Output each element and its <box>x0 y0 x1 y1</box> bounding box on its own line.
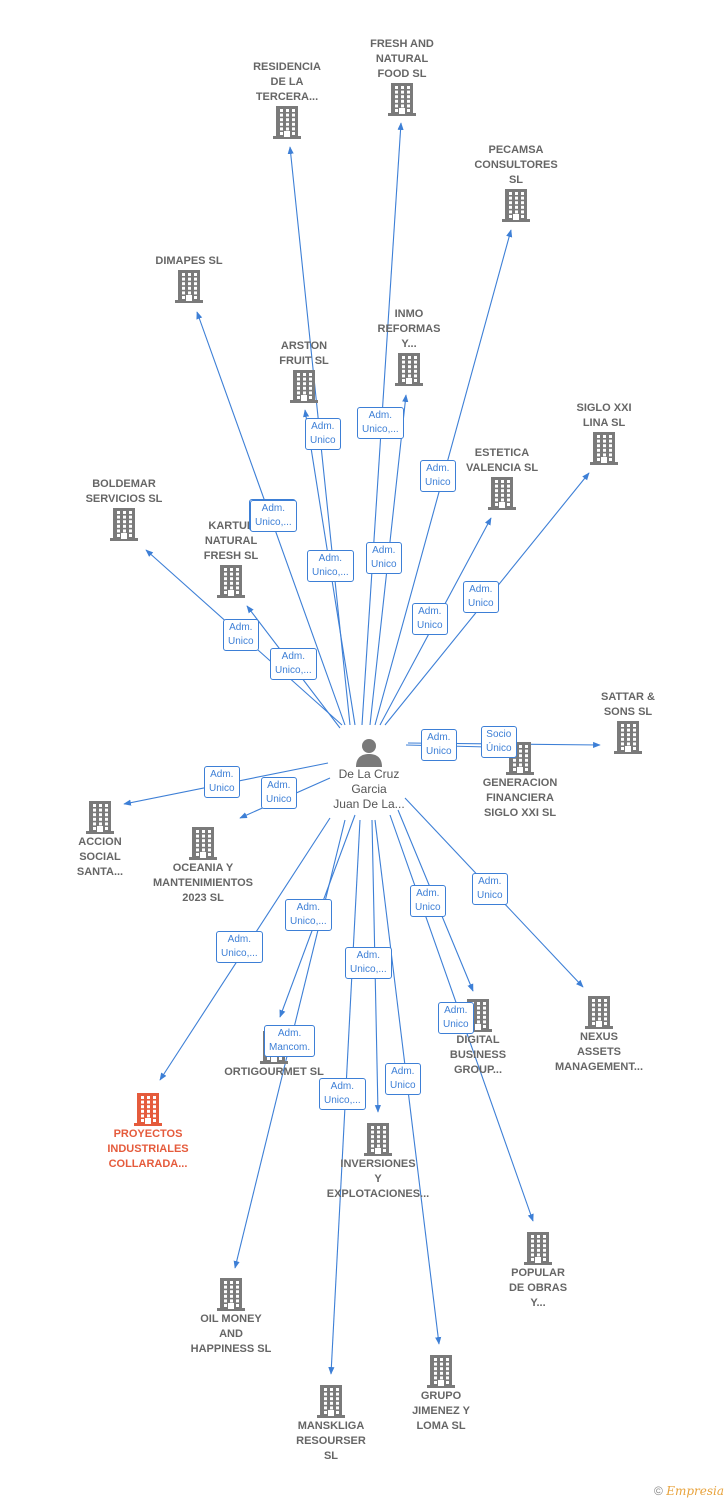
company-node-pecamsa[interactable]: PECAMSA CONSULTORES SL <box>461 143 571 222</box>
company-label: FRESH AND NATURAL FOOD SL <box>370 38 434 80</box>
company-label: INVERSIONES Y EXPLOTACIONES... <box>326 1158 430 1200</box>
edge-role-label[interactable]: Adm. Unico,... <box>216 931 263 963</box>
person-icon <box>356 739 382 767</box>
edge-role-label[interactable]: Adm. Unico <box>410 885 446 917</box>
building-icon <box>524 1232 552 1265</box>
building-icon <box>217 1278 245 1311</box>
center-person-label: De La Cruz Garcia Juan De La... <box>333 767 405 811</box>
company-label: GENERACION FINANCIERA SIGLO XXI SL <box>482 777 558 819</box>
company-node-inmo[interactable]: INMO REFORMAS Y... <box>354 307 464 386</box>
edge-role-label[interactable]: Adm. Unico <box>366 542 402 574</box>
company-node-accion[interactable]: ACCION SOCIAL SANTA... <box>45 800 155 880</box>
building-icon <box>590 432 618 465</box>
company-label: DIMAPES SL <box>155 255 223 267</box>
edge-role-label[interactable]: Adm. Unico,... <box>319 1078 366 1110</box>
company-label: ORTIGOURMET SL <box>224 1066 324 1078</box>
edge-role-label[interactable]: Adm. Unico <box>385 1063 421 1095</box>
edge-role-label[interactable]: Adm. Unico <box>420 460 456 492</box>
edge-role-label[interactable]: Adm. Unico <box>472 873 508 905</box>
company-node-estetica[interactable]: ESTETICA VALENCIA SL <box>447 446 557 510</box>
building-icon <box>614 721 642 754</box>
company-label: DIGITAL BUSINESS GROUP... <box>449 1034 507 1076</box>
edge-role-label[interactable]: Adm. Unico,... <box>285 899 332 931</box>
company-node-oceania[interactable]: OCEANIA Y MANTENIMIENTOS 2023 SL <box>148 826 258 906</box>
company-label: POPULAR DE OBRAS Y... <box>508 1267 568 1309</box>
company-node-residencia[interactable]: RESIDENCIA DE LA TERCERA... <box>232 60 342 139</box>
edge-role-label[interactable]: Adm. Unico <box>463 581 499 613</box>
company-node-proyectos[interactable]: PROYECTOS INDUSTRIALES COLLARADA... <box>93 1092 203 1172</box>
edge-role-label[interactable]: Adm. Unico <box>412 603 448 635</box>
company-label: INMO REFORMAS Y... <box>377 308 441 350</box>
edge-role-label[interactable]: Socio Único <box>481 726 517 758</box>
building-icon <box>290 370 318 403</box>
company-node-grupo[interactable]: GRUPO JIMENEZ Y LOMA SL <box>386 1354 496 1434</box>
building-icon <box>488 477 516 510</box>
company-label: BOLDEMAR SERVICIOS SL <box>85 478 163 505</box>
company-label: KARTUL NATURAL FRESH SL <box>203 520 259 562</box>
building-icon <box>502 189 530 222</box>
center-person-node[interactable]: De La Cruz Garcia Juan De La... <box>314 737 424 812</box>
building-icon <box>175 270 203 303</box>
company-node-dimapes[interactable]: DIMAPES SL <box>134 254 244 303</box>
brand-logo: Empresia <box>666 1484 724 1498</box>
company-node-boldemar[interactable]: BOLDEMAR SERVICIOS SL <box>69 477 179 541</box>
building-icon <box>110 508 138 541</box>
building-icon <box>427 1355 455 1388</box>
company-label: MANSKLIGA RESOURSER SL <box>296 1420 366 1462</box>
company-label: ARSTON FRUIT SL <box>279 340 329 367</box>
edge-role-label[interactable]: Adm. Unico <box>421 729 457 761</box>
company-label: ACCION SOCIAL SANTA... <box>76 836 124 878</box>
company-node-siglo-lina[interactable]: SIGLO XXI LINA SL <box>549 401 659 465</box>
company-node-oilmoney[interactable]: OIL MONEY AND HAPPINESS SL <box>176 1277 286 1357</box>
building-icon <box>273 106 301 139</box>
edge-role-label[interactable]: Adm. Unico <box>204 766 240 798</box>
footer-brand[interactable]: © Empresia <box>654 1484 724 1498</box>
company-node-sattar[interactable]: SATTAR & SONS SL <box>573 690 683 754</box>
company-label: SATTAR & SONS SL <box>601 691 655 718</box>
company-node-nexus[interactable]: NEXUS ASSETS MANAGEMENT... <box>544 995 654 1075</box>
company-label: PROYECTOS INDUSTRIALES COLLARADA... <box>107 1128 189 1170</box>
copyright-symbol: © <box>654 1484 663 1498</box>
building-icon <box>388 83 416 116</box>
building-icon <box>134 1093 162 1126</box>
building-icon <box>189 827 217 860</box>
company-node-inversiones[interactable]: INVERSIONES Y EXPLOTACIONES... <box>323 1122 433 1202</box>
building-icon <box>585 996 613 1029</box>
building-icon <box>86 801 114 834</box>
company-node-generacion[interactable]: GENERACION FINANCIERA SIGLO XXI SL <box>465 741 575 821</box>
company-node-popular[interactable]: POPULAR DE OBRAS Y... <box>483 1231 593 1311</box>
building-icon <box>364 1123 392 1156</box>
edge-role-label[interactable]: Adm. Unico <box>223 619 259 651</box>
company-label: OCEANIA Y MANTENIMIENTOS 2023 SL <box>152 862 254 904</box>
edge-role-label[interactable]: Adm. Unico,... <box>345 947 392 979</box>
edge-role-label[interactable]: Adm. Unico,... <box>307 550 354 582</box>
company-node-kartul[interactable]: KARTUL NATURAL FRESH SL <box>176 519 286 598</box>
edge-role-label[interactable]: Adm. Unico,... <box>270 648 317 680</box>
company-node-arston[interactable]: ARSTON FRUIT SL <box>249 339 359 403</box>
building-icon <box>395 353 423 386</box>
edge-role-label[interactable]: Adm. Unico,... <box>357 407 404 439</box>
company-node-fresh[interactable]: FRESH AND NATURAL FOOD SL <box>347 37 457 116</box>
company-node-mansk[interactable]: MANSKLIGA RESOURSER SL <box>276 1384 386 1464</box>
building-icon <box>317 1385 345 1418</box>
company-label: NEXUS ASSETS MANAGEMENT... <box>555 1031 643 1073</box>
company-label: ESTETICA VALENCIA SL <box>465 447 539 474</box>
company-label: RESIDENCIA DE LA TERCERA... <box>253 61 321 103</box>
company-label: GRUPO JIMENEZ Y LOMA SL <box>412 1390 470 1432</box>
company-label: OIL MONEY AND HAPPINESS SL <box>190 1313 272 1355</box>
company-label: PECAMSA CONSULTORES SL <box>474 144 558 186</box>
edge-role-label[interactable]: Adm. Unico <box>305 418 341 450</box>
edge-role-label[interactable]: Adm. Unico <box>438 1002 474 1034</box>
company-label: SIGLO XXI LINA SL <box>576 402 632 429</box>
edge-role-label[interactable]: Adm. Mancom. <box>264 1025 316 1057</box>
building-icon <box>217 565 245 598</box>
edge-role-label[interactable]: Adm. Unico <box>261 777 297 809</box>
edge-role-label[interactable]: Adm. Unico,... <box>250 500 297 532</box>
